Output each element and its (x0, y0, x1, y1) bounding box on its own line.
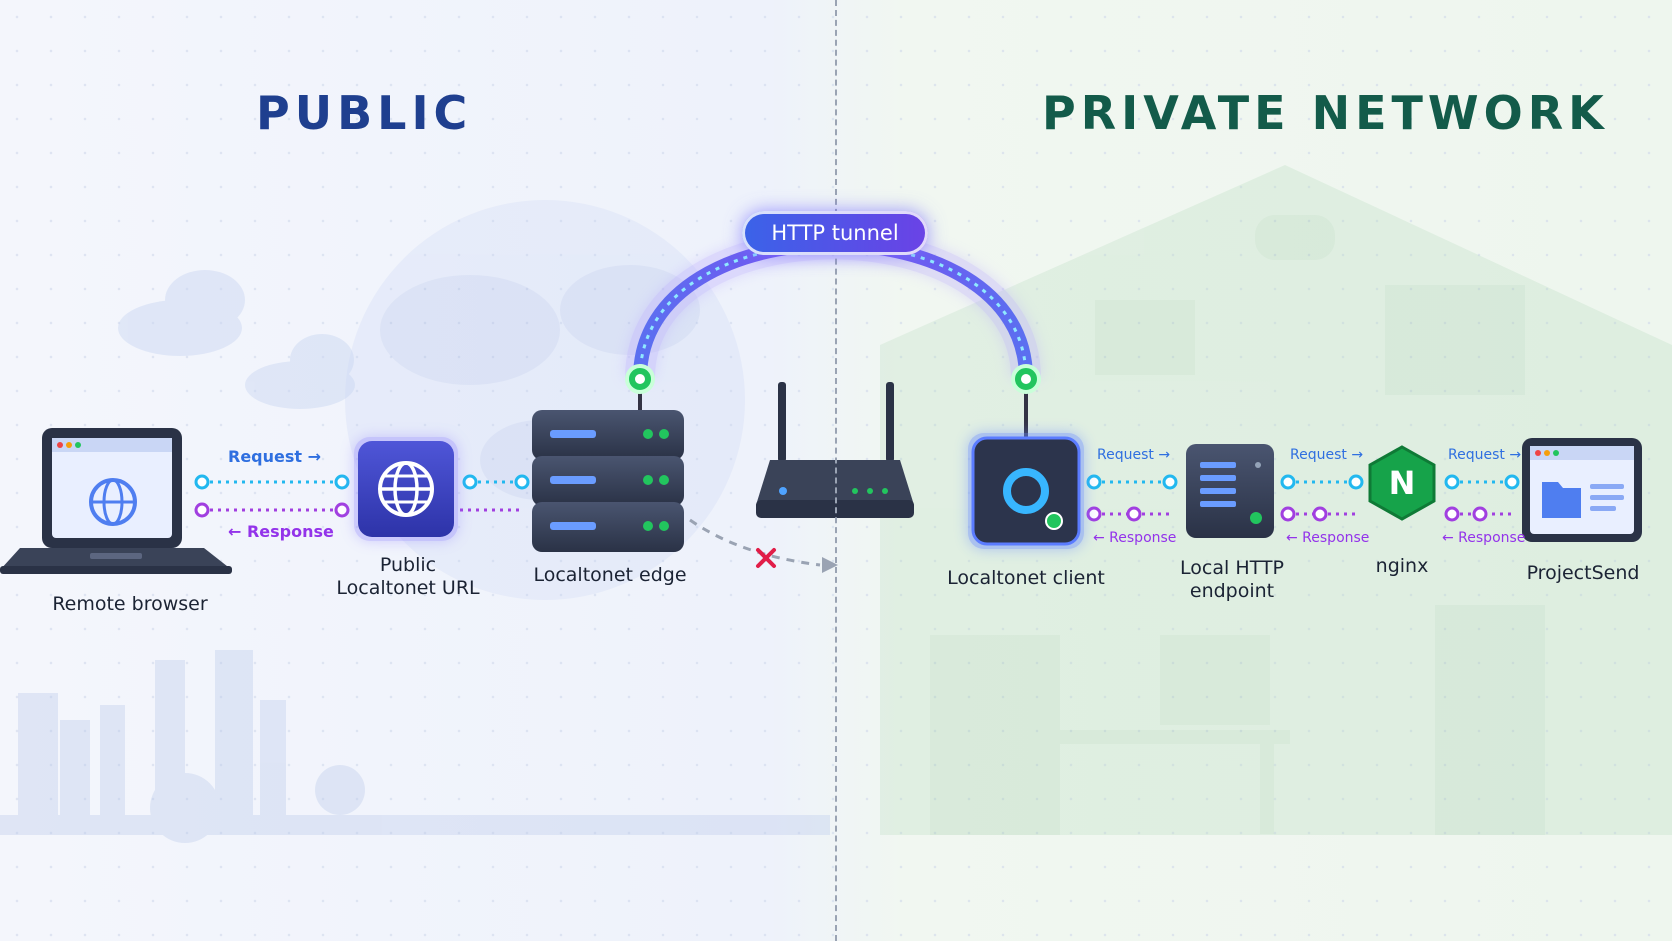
response-label-nginx: ← Response (1442, 530, 1526, 546)
remote-browser-label: Remote browser (52, 593, 208, 615)
laptop-icon (0, 428, 232, 574)
public-private-divider (835, 0, 837, 941)
localtonet-client-label: Localtonet client (947, 567, 1105, 589)
local-http-label-line2: endpoint (1189, 580, 1275, 602)
cloud-background (118, 270, 355, 409)
response-label-local: ← Response (1286, 530, 1370, 546)
nginx-label: nginx (1375, 555, 1429, 577)
request-label-browser: Request → (228, 447, 322, 466)
private-network-heading: PRIVATE NETWORK (1042, 86, 1609, 140)
local-http-label-line1: Local HTTP (1180, 557, 1284, 579)
blocked-x-icon (756, 548, 776, 568)
connector-url-edge (460, 474, 530, 512)
tunnel-endpoint-right (1011, 364, 1041, 440)
public-url-label: Public Localtonet URL (320, 554, 496, 600)
house-background (880, 165, 1672, 835)
public-heading: PUBLIC (256, 86, 473, 140)
connector-nginx-projectsend (1444, 474, 1520, 522)
server-stack-icon (532, 410, 684, 552)
blocked-path (689, 518, 838, 573)
public-url-label-line2: Localtonet URL (336, 577, 480, 599)
request-label-client: Request → (1097, 447, 1171, 463)
local-server-icon (1186, 444, 1274, 538)
nginx-icon (1368, 445, 1436, 521)
projectsend-label: ProjectSend (1526, 562, 1640, 584)
connector-local-nginx (1280, 474, 1364, 522)
nginx-badge-letter: N (1388, 464, 1416, 502)
response-label-client: ← Response (1093, 530, 1177, 546)
tunnel-client-icon (968, 433, 1084, 549)
request-label-local: Request → (1290, 447, 1364, 463)
request-label-nginx: Request → (1448, 447, 1522, 463)
globe-icon (354, 437, 458, 541)
projectsend-window-icon (1522, 438, 1642, 542)
http-tunnel-label: HTTP tunnel (742, 211, 928, 255)
tunnel-endpoint-left (625, 364, 655, 410)
connector-browser-url (194, 474, 350, 518)
local-http-endpoint-label: Local HTTP endpoint (1162, 557, 1302, 603)
connector-client-local (1086, 474, 1178, 522)
city-skyline-background (0, 650, 830, 843)
response-label-browser: ← Response (228, 522, 334, 541)
localtonet-edge-label: Localtonet edge (533, 564, 687, 586)
public-url-label-line1: Public (379, 554, 437, 576)
